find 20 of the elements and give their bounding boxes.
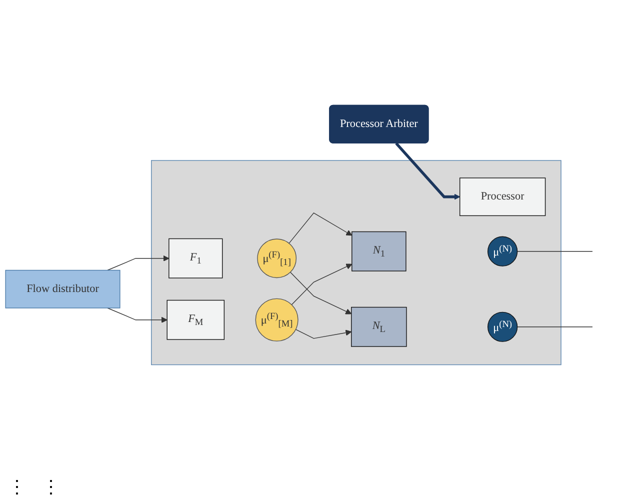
node-box: N$_{L}$ [351,306,407,347]
node-box: F$_{1}$ [168,238,223,278]
arrow [395,142,460,200]
connector [516,251,593,252]
node-circle: μ$^{(N)}$ [488,236,518,266]
node-box: N$_{1}$ [352,231,406,272]
ellipsis-dots: ⋮ [42,476,60,498]
node-circle: μ$^{(N)}$ [488,312,518,342]
connector [516,326,593,328]
arrow [291,264,352,306]
arrow [107,255,170,271]
cluster [151,160,562,366]
ellipsis-dots: ⋮ [8,476,26,498]
arrow [290,272,352,314]
node-box: F$_{M}$ [166,300,225,340]
node-box: Flow distributor [5,270,120,308]
node-box: Processor [460,178,546,216]
arrow [107,308,168,323]
arrow [288,212,352,244]
arrow [295,329,352,339]
